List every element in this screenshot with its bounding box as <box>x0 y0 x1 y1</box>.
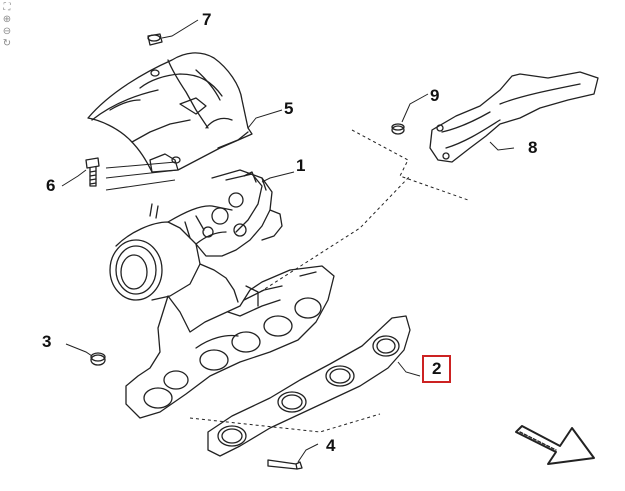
callout-9[interactable]: 9 <box>430 86 440 105</box>
callout-6[interactable]: 6 <box>46 176 56 195</box>
callout-4[interactable]: 4 <box>326 436 336 455</box>
viewer-toolbar: ⛶ ⊕ ⊖ ↻ <box>1 2 15 49</box>
manifold-shield-part-8 <box>429 71 599 163</box>
callout-7[interactable]: 7 <box>202 10 212 29</box>
nut-part-7 <box>147 33 163 46</box>
fit-view-icon[interactable]: ⛶ <box>3 2 11 13</box>
direction-arrow <box>515 425 595 465</box>
nut-part-9 <box>391 123 405 135</box>
zoom-out-icon[interactable]: ⊖ <box>2 26 12 37</box>
callout-2[interactable]: 2 <box>422 355 452 383</box>
callout-8[interactable]: 8 <box>528 138 538 157</box>
callout-1[interactable]: 1 <box>296 156 306 175</box>
turbocharger-part-1 <box>109 169 283 303</box>
callout-5[interactable]: 5 <box>284 99 294 118</box>
gasket-part-2 <box>207 315 411 457</box>
nut-part-3 <box>90 352 106 366</box>
bolt-part-6 <box>85 157 100 187</box>
exhaust-manifold <box>125 265 335 419</box>
heat-shield-part-5 <box>87 52 253 173</box>
callout-3[interactable]: 3 <box>42 332 52 351</box>
stud-part-4 <box>267 459 303 470</box>
rotate-icon[interactable]: ↻ <box>2 38 12 49</box>
zoom-in-icon[interactable]: ⊕ <box>2 14 12 25</box>
